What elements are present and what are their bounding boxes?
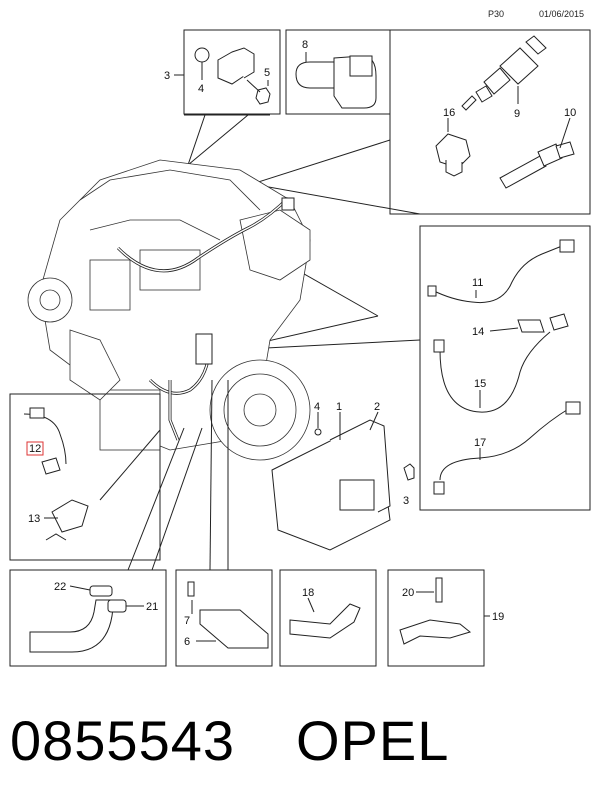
callout-6[interactable]: 6	[184, 636, 190, 648]
detail-box-sensor-assembly[interactable]	[183, 29, 281, 167]
callout-12-highlight	[26, 441, 44, 456]
callout-3-sensor-group[interactable]: 3	[164, 70, 170, 82]
detail-box-bracket-19[interactable]	[387, 569, 485, 667]
callout-8[interactable]: 8	[302, 39, 308, 51]
callout-5-bolt[interactable]: 5	[264, 67, 270, 79]
callout-7[interactable]: 7	[184, 615, 190, 627]
part-number: 0855543	[10, 709, 236, 772]
brand-name: OPEL	[296, 709, 450, 772]
detail-box-harness-sensors[interactable]	[419, 225, 591, 511]
callout-4-screw[interactable]: 4	[314, 401, 320, 413]
callout-9[interactable]: 9	[514, 108, 520, 120]
callout-15[interactable]: 15	[474, 378, 486, 390]
callout-10[interactable]: 10	[564, 107, 576, 119]
detail-box-hose[interactable]	[9, 569, 167, 667]
callout-14[interactable]: 14	[472, 326, 484, 338]
engine-assembly-illustration	[27, 159, 311, 461]
detail-box-temperature-sensors[interactable]	[389, 29, 591, 215]
callout-4-seal-ring[interactable]: 4	[198, 83, 204, 95]
callout-16[interactable]: 16	[443, 107, 455, 119]
callout-19[interactable]: 19	[492, 611, 504, 623]
callout-11[interactable]: 11	[472, 277, 483, 289]
callout-22[interactable]: 22	[54, 581, 66, 593]
callout-20[interactable]: 20	[402, 587, 414, 599]
parts-diagram: 3 4 5 8 9 16 10	[9, 29, 591, 667]
detail-box-module[interactable]	[175, 569, 273, 667]
callout-17[interactable]: 17	[474, 437, 486, 449]
callout-1-ecu[interactable]: 1	[336, 401, 342, 413]
page-code: P30	[488, 9, 505, 19]
callout-3-bolt[interactable]: 3	[403, 495, 409, 507]
engine-control-unit[interactable]	[271, 419, 415, 551]
callout-21[interactable]: 21	[146, 601, 158, 613]
detail-box-sensor-8[interactable]	[285, 29, 391, 115]
callout-13[interactable]: 13	[28, 513, 40, 525]
callout-2-bracket[interactable]: 2	[374, 401, 380, 413]
callout-12[interactable]: 12	[29, 443, 41, 455]
detail-box-bracket-18[interactable]	[279, 569, 377, 667]
callout-18[interactable]: 18	[302, 587, 314, 599]
page-date: 01/06/2015	[539, 9, 585, 19]
detail-box-oxygen-sensor[interactable]	[9, 393, 161, 561]
